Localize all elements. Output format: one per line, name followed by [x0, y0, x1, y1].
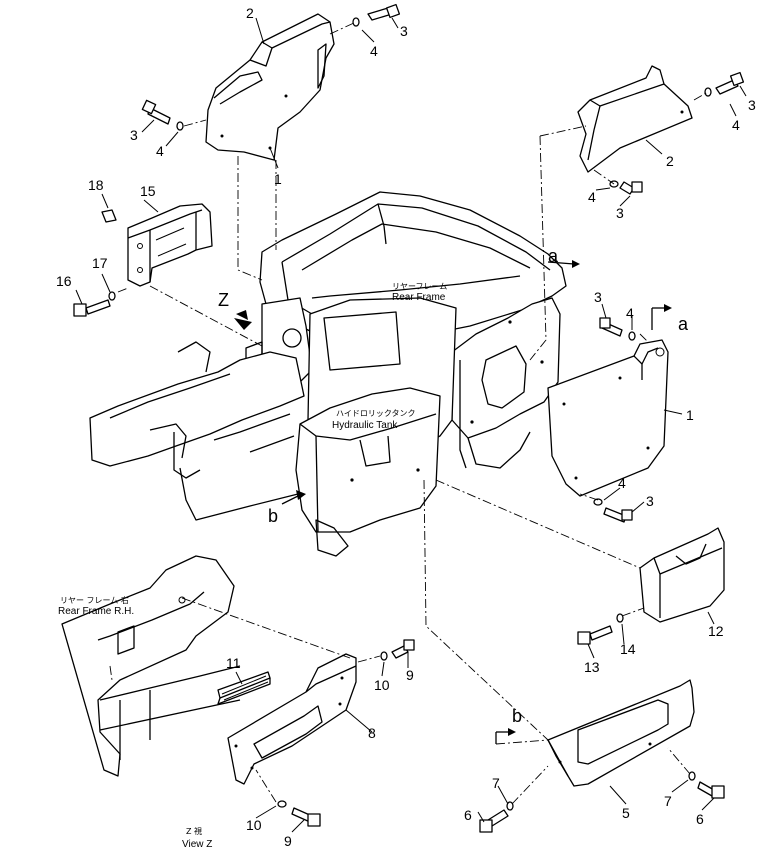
callout-4-left: 4 — [156, 143, 164, 159]
callout-11: 11 — [226, 655, 241, 671]
callout-7-right: 7 — [664, 793, 672, 809]
cover-5 — [547, 679, 695, 787]
callout-3-top: 3 — [400, 23, 408, 39]
rear-frame-jp-label: リヤーフレーム — [392, 282, 447, 291]
callout-15: 15 — [140, 183, 156, 199]
cover-top-right — [577, 65, 693, 173]
callout-6-left: 6 — [464, 807, 472, 823]
callout-2-top-right: 2 — [666, 153, 674, 169]
view-letter-a-right: a — [678, 314, 689, 334]
callout-10-lower: 10 — [246, 817, 262, 833]
text-labels: リヤーフレーム Rear Frame ハイドロリックタンク Hydraulic … — [58, 246, 689, 850]
callout-18: 18 — [88, 177, 104, 193]
assembly-lines — [109, 21, 709, 805]
callout-3-mid-right: 3 — [616, 205, 624, 221]
callout-6-right: 6 — [696, 811, 704, 827]
callout-16: 16 — [56, 273, 72, 289]
callout-7-left: 7 — [492, 775, 500, 791]
cover-top-left — [205, 13, 335, 161]
bracket-15 — [127, 203, 213, 287]
callout-4-mid-right: 4 — [588, 189, 596, 205]
rear-frame-rh-label: Rear Frame R.H. — [58, 606, 134, 617]
rear-frame — [89, 191, 567, 557]
callout-3-right: 3 — [594, 289, 602, 305]
callout-2-top-left: 2 — [246, 5, 254, 21]
leader-lines — [75, 17, 747, 833]
view-arrows — [495, 260, 672, 744]
hydraulic-tank-jp-label: ハイドロリックタンク — [336, 409, 416, 418]
callout-14: 14 — [620, 641, 636, 657]
callout-10-upper: 10 — [374, 677, 390, 693]
view-z-jp-label: Z 視 — [186, 827, 202, 836]
callout-17: 17 — [92, 255, 108, 271]
view-letter-z: Z — [218, 290, 229, 310]
cover-12 — [639, 527, 725, 623]
callout-9-upper: 9 — [406, 667, 414, 683]
callout-3-lower-right: 3 — [646, 493, 654, 509]
view-z-label: View Z — [182, 839, 212, 850]
callout-3-left: 3 — [130, 127, 138, 143]
callout-3-top-right: 3 — [748, 97, 756, 113]
rear-frame-label: Rear Frame — [392, 292, 446, 303]
callout-4-lower-right: 4 — [618, 475, 626, 491]
rear-frame-rh-jp-label: リヤー フレーム 右 — [60, 595, 129, 605]
callout-4-top-right: 4 — [732, 117, 740, 133]
callout-4-top: 4 — [370, 43, 378, 59]
fasteners — [73, 3, 745, 833]
callout-4-right: 4 — [626, 305, 634, 321]
callout-12: 12 — [708, 623, 724, 639]
view-letter-a-upper: a — [548, 246, 559, 266]
callout-5: 5 — [622, 805, 630, 821]
callout-numbers: 2 1 4 3 3 4 2 4 3 4 3 18 15 16 17 3 4 1 … — [56, 5, 756, 849]
callout-8: 8 — [368, 725, 376, 741]
callout-1-right: 1 — [686, 407, 694, 423]
callout-1-top-left: 1 — [274, 171, 282, 187]
view-letter-b-lower: b — [512, 706, 522, 726]
callout-13: 13 — [584, 659, 600, 675]
view-z-detail — [61, 555, 357, 785]
callout-9-lower: 9 — [284, 833, 292, 849]
side-cover-right — [547, 339, 669, 497]
view-letter-b-tank: b — [268, 506, 278, 526]
hydraulic-tank-label: Hydraulic Tank — [332, 420, 398, 431]
